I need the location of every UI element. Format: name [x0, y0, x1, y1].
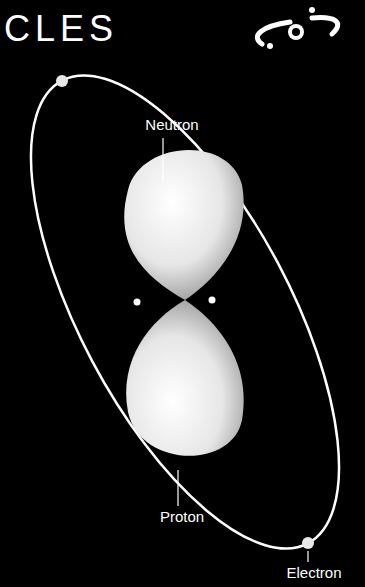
part-label: Neutron: [145, 116, 198, 133]
logo: [257, 7, 337, 49]
leader-line: [162, 138, 163, 182]
electron-orbit: [0, 31, 365, 587]
electron-dot: [56, 75, 68, 87]
part-label: Proton: [160, 508, 204, 525]
leader-line: [307, 551, 308, 562]
leader-line: [177, 470, 178, 506]
electron-dot: [302, 537, 314, 549]
part-label: Electron: [286, 564, 341, 581]
neutron-lobe: [124, 150, 243, 300]
proton-lobe: [126, 300, 244, 456]
quark-dot: [134, 299, 141, 306]
quark-dot: [209, 297, 216, 304]
heading: CLES: [4, 8, 118, 50]
